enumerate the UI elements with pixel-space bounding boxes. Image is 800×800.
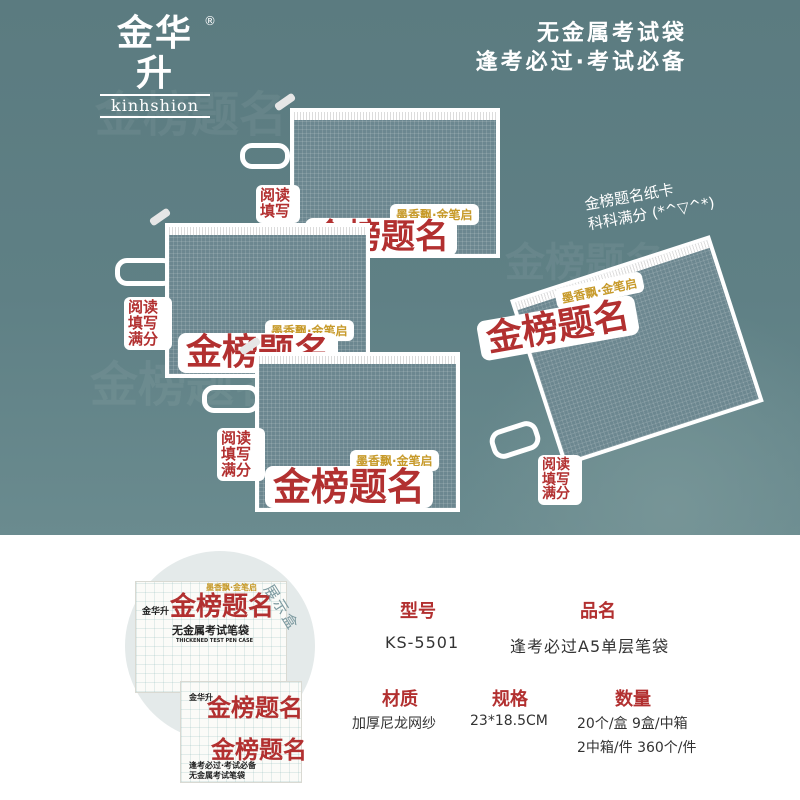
registered-mark: ® <box>204 14 216 28</box>
box-brand: 金华升 <box>142 607 170 617</box>
box-slogan1: 逢考必过·考试必备 <box>189 761 257 770</box>
bag2-tag: 阅读 填写 满分 <box>124 297 172 351</box>
size-value: 23*18.5CM <box>470 713 548 729</box>
bag2-tag-mid: 填写 <box>128 313 159 332</box>
brand-name-cn: 金华升 <box>116 13 193 94</box>
tilted-tag-bot: 满分 <box>542 486 570 503</box>
tagline-line1: 无金属考试袋 <box>536 21 687 46</box>
box-subtitle: 墨香飘·金笔启 <box>206 583 258 592</box>
box-front-title: 金榜题名 <box>207 694 303 722</box>
bag3-zipper <box>259 356 456 364</box>
tilted-tag-top: 阅读 <box>542 457 570 473</box>
brand-logo: 金华升 kinhshion ® <box>100 13 216 118</box>
tilted-bag-tag: 阅读 填写 满分 <box>538 455 582 506</box>
tagline: 无金属考试袋 逢考必过·考试必备 <box>476 20 687 78</box>
tilted-tag-mid: 填写 <box>542 471 570 488</box>
bag3-tag-top: 阅读 <box>221 429 252 447</box>
bag1-tag: 阅读 填写 <box>256 185 300 223</box>
model-label: 型号 <box>400 601 436 622</box>
display-box-image: 金华升 金榜题名 墨香飘·金笔启 无金属考试笔袋 THICKENED TEST … <box>125 551 315 789</box>
bag1-zipper <box>294 112 496 120</box>
display-box-front: 金华升 金榜题名 金榜题名 逢考必过·考试必备 无金属考试笔袋 <box>180 681 307 783</box>
bag3-tag-bot: 满分 <box>221 460 252 479</box>
bag2-zipper <box>169 227 366 235</box>
hero-banner: 金榜题名 金榜题名 金榜题名 金华升 kinhshion ® 无金属考试袋 逢考… <box>0 0 800 535</box>
bag1-tag-mid: 填写 <box>260 201 291 220</box>
tagline-line2: 逢考必过·考试必备 <box>475 50 687 75</box>
bag3-loop <box>202 385 260 413</box>
bag3-tag-mid: 填写 <box>221 444 252 463</box>
name-value: 逢考必过A5单层笔袋 <box>510 637 670 656</box>
display-box-back: 金华升 金榜题名 墨香飘·金笔启 无金属考试笔袋 THICKENED TEST … <box>135 581 287 693</box>
bag1-loop <box>240 143 290 169</box>
material-label: 材质 <box>382 689 418 710</box>
product-info-section: 金华升 金榜题名 墨香飘·金笔启 无金属考试笔袋 THICKENED TEST … <box>0 535 800 800</box>
bag-1 <box>273 92 500 258</box>
box-front-brand: 金华升 <box>189 693 213 702</box>
box-front-title-2: 金榜题名 <box>211 736 307 764</box>
size-label: 规格 <box>492 689 528 710</box>
bag2-tag-top: 阅读 <box>128 298 159 316</box>
box-product-en: THICKENED TEST PEN CASE <box>176 638 254 644</box>
name-label: 品名 <box>580 601 616 622</box>
qty-line1: 20个/盒 9盒/中箱 <box>577 716 688 732</box>
qty-label: 数量 <box>615 689 651 710</box>
model-value: KS-5501 <box>385 633 460 652</box>
bag3-tag: 阅读 填写 满分 <box>217 428 265 482</box>
box-title: 金榜题名 <box>170 592 275 622</box>
box-slogan2: 无金属考试笔袋 <box>189 771 245 780</box>
qty-line2: 2中箱/件 360个/件 <box>577 740 697 756</box>
watermark-title: 金榜题名 <box>95 87 288 143</box>
material-value: 加厚尼龙网纱 <box>352 716 436 732</box>
bag2-tag-bot: 满分 <box>128 329 159 348</box>
brand-name-en: kinhshion <box>100 94 210 118</box>
bag3-subtitle: 墨香飘·金笔启 <box>350 450 439 471</box>
bag1-tag-top: 阅读 <box>260 186 291 204</box>
box-product: 无金属考试笔袋 <box>172 624 249 637</box>
bag3-title: 金榜题名 <box>265 466 434 508</box>
